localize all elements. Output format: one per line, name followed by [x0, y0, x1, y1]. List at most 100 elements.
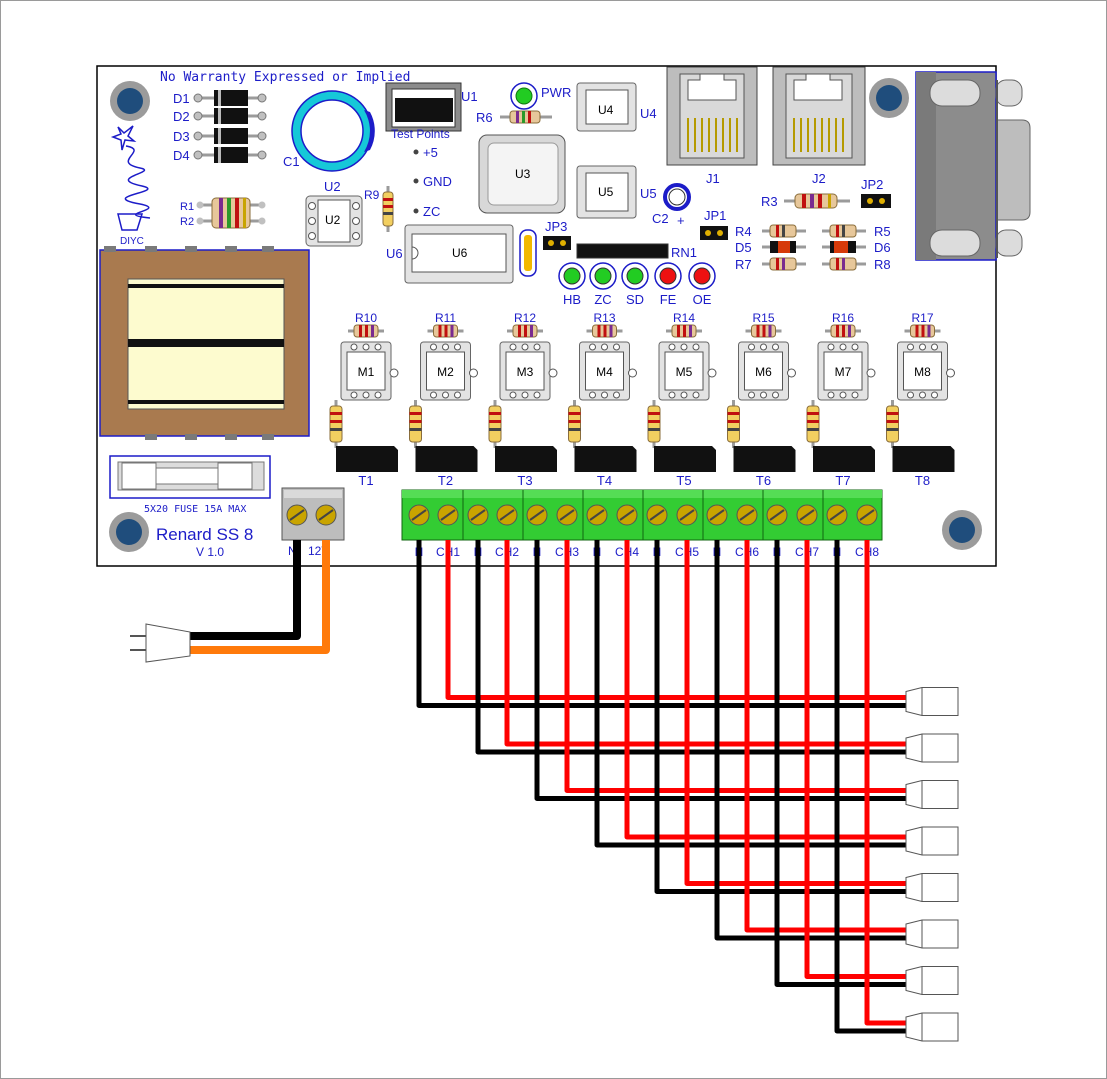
wire-hot-ch4 [624, 540, 910, 840]
led-zc: ZC [589, 262, 617, 307]
output-wires [416, 540, 910, 1034]
label-j1: J1 [706, 171, 720, 186]
led-label-oe: OE [693, 292, 712, 307]
label-r2: R2 [180, 216, 194, 228]
db9-connector [915, 71, 1031, 261]
led-label-zc: ZC [594, 292, 611, 307]
label-r1: R1 [180, 201, 194, 213]
board-name: Renard SS 8 [156, 525, 253, 544]
label-m2: M2 [437, 365, 454, 379]
label-r13: R13 [593, 311, 615, 325]
regulator-u1: U1 [385, 82, 478, 132]
power-label-n: N [288, 544, 297, 558]
label-t1: T1 [358, 473, 373, 488]
jumper-jp1: JP1 [700, 208, 728, 240]
label-m4: M4 [596, 365, 613, 379]
label-m3: M3 [517, 365, 534, 379]
label-m8: M8 [914, 365, 931, 379]
u5-body: U5 [598, 185, 614, 199]
tp-zc: ZC [423, 204, 440, 219]
label-r11: R11 [435, 311, 456, 325]
wire-neutral-ch6 [714, 540, 910, 941]
label-c2-plus: + [677, 213, 685, 228]
label-r7: R7 [735, 257, 752, 272]
wire-hot-ch6 [744, 540, 910, 933]
capacitor-c2: C2 + [652, 183, 691, 228]
resistor-r3: R3 [761, 193, 850, 209]
jack-j2: J2 [772, 66, 866, 186]
label-d2: D2 [173, 109, 190, 124]
fuse-label: 5X20 FUSE 15A MAX [144, 504, 246, 515]
resistor-r1-r2: R1 R2 [180, 197, 266, 229]
label-t6: T6 [756, 473, 771, 488]
label-m1: M1 [358, 365, 375, 379]
wire-neutral-ch3 [534, 540, 910, 801]
mounting-holes [109, 78, 982, 552]
led-hb: HB [558, 262, 586, 307]
label-jp2: JP2 [861, 177, 883, 192]
label-r16: R16 [832, 311, 854, 325]
tp-gnd: GND [423, 174, 452, 189]
resistor-r9: R9 [364, 186, 394, 232]
pwr-led: PWR [510, 82, 571, 110]
power-cable [190, 540, 330, 654]
power-plug [130, 623, 191, 663]
u4-body: U4 [598, 103, 614, 117]
label-t7: T7 [835, 473, 850, 488]
label-t4: T4 [597, 473, 612, 488]
chip-u4: U4 U4 [576, 82, 657, 132]
wire-hot-ch7 [804, 540, 910, 979]
label-u1: U1 [461, 89, 478, 104]
fuse-holder: 5X20 FUSE 15A MAX [109, 455, 271, 515]
diode-array: D1 D2 D3 D4 [173, 90, 267, 163]
label-r4: R4 [735, 224, 752, 239]
output-plugs [905, 687, 959, 1042]
led-sd: SD [621, 262, 649, 307]
label-t8: T8 [915, 473, 930, 488]
u2-body-label: U2 [325, 213, 341, 227]
output-plug-ch8 [905, 1012, 959, 1042]
resistor-r6: R6 [476, 110, 552, 125]
label-r15: R15 [752, 311, 774, 325]
capacitor-c1: C1 [283, 90, 375, 172]
wire-neutral-ch8 [834, 540, 910, 1034]
chip-u2: U2 U2 [305, 179, 363, 247]
led-oe: OE [688, 262, 716, 307]
wire-hot-ch1 [445, 540, 910, 700]
label-d1: D1 [173, 91, 190, 106]
output-plug-ch1 [905, 687, 959, 716]
output-plug-ch6 [905, 919, 959, 949]
label-c1: C1 [283, 154, 300, 169]
output-plug-ch4 [905, 826, 959, 856]
wire-neutral-ch5 [654, 540, 910, 894]
board-version: V 1.0 [196, 545, 224, 559]
tp-plus5: +5 [423, 145, 438, 160]
label-u3: U3 [515, 167, 531, 181]
warranty-text: No Warranty Expressed or Implied [160, 70, 410, 85]
output-plug-ch2 [905, 733, 959, 763]
chip-u6: U6 U6 [386, 224, 537, 284]
transformer [99, 246, 310, 440]
label-d4: D4 [173, 148, 190, 163]
label-d6: D6 [874, 240, 891, 255]
label-t2: T2 [438, 473, 453, 488]
jumper-jp2: JP2 [861, 177, 891, 208]
test-points: Test Points +5 GND ZC [391, 127, 452, 219]
resistor-group-right: R5 D6 R8 [822, 224, 891, 272]
wire-hot-ch8 [864, 540, 910, 1026]
output-plug-ch5 [905, 873, 959, 902]
jumper-jp3: JP3 [543, 219, 571, 250]
label-d3: D3 [173, 129, 190, 144]
label-t5: T5 [676, 473, 691, 488]
label-u6: U6 [386, 246, 403, 261]
output-plug-ch7 [905, 966, 959, 995]
label-pwr: PWR [541, 85, 571, 100]
